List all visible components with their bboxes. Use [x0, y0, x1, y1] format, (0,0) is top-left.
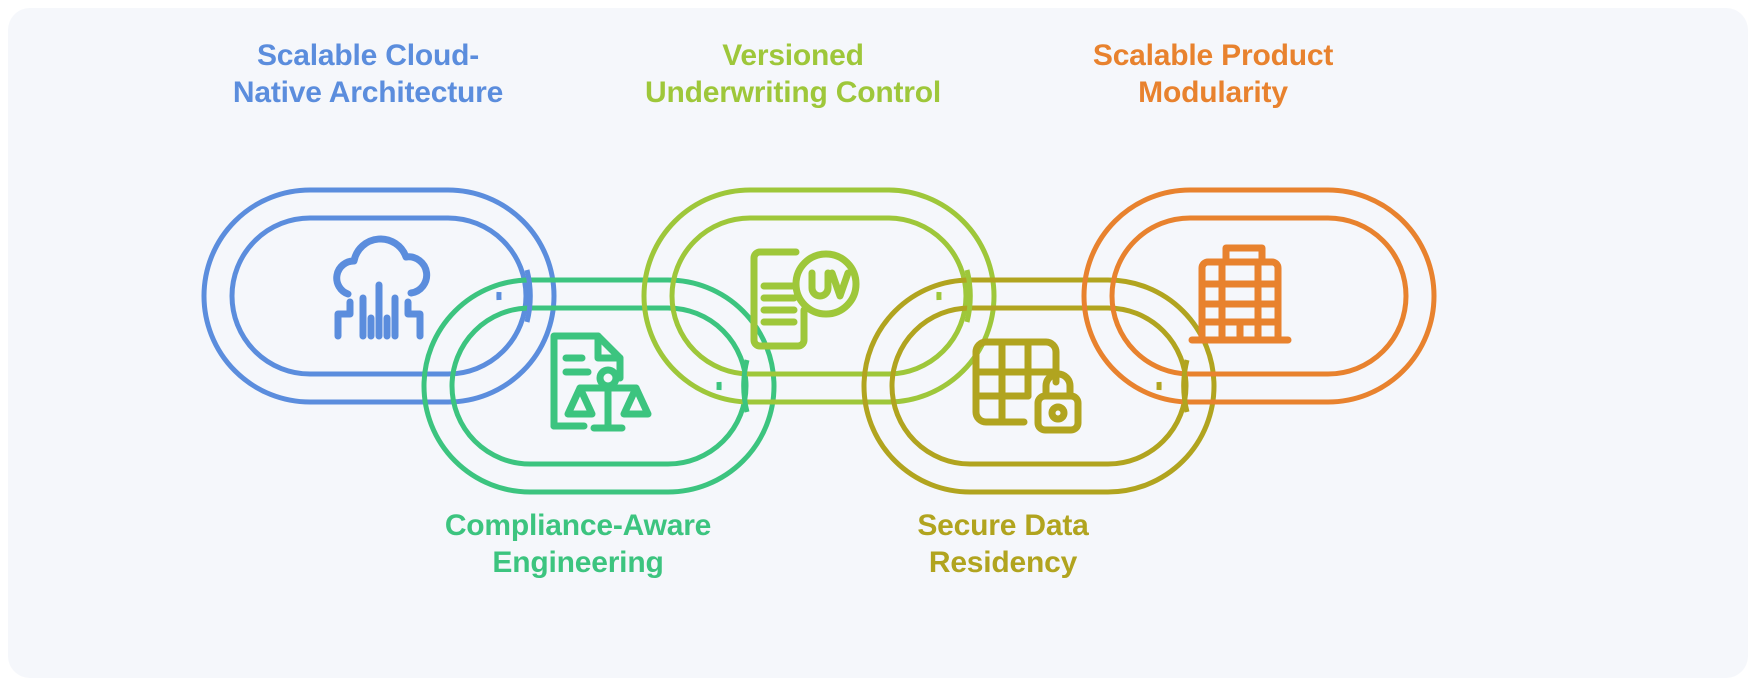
weave-green-over-yellowgreen — [716, 359, 750, 413]
chain-link-modularity — [1081, 187, 1437, 405]
icon-office-building-icon — [1192, 248, 1288, 340]
weave-blue-over-green — [496, 269, 533, 323]
diagram-canvas: Scalable Cloud- Native Architecture Comp… — [8, 8, 1748, 678]
icon-document-uv-badge-icon — [754, 252, 856, 346]
link-label-cloud: Scalable Cloud- Native Architecture — [232, 39, 504, 109]
chain-graphic — [8, 8, 1748, 678]
chain-link-cloud — [201, 187, 557, 405]
icon-data-grid-lock-icon — [976, 342, 1078, 430]
link-label-underwriting: Versioned Underwriting Control — [645, 39, 941, 109]
chain-link-underwriting — [641, 187, 997, 405]
link-label-modularity: Scalable Product Modularity — [1092, 39, 1334, 109]
link-label-compliance: Compliance-Aware Engineering — [444, 509, 712, 579]
weave-olive-over-orange — [1156, 359, 1190, 413]
weave-yellowgreen-over-olive — [936, 269, 973, 323]
chain-svg — [201, 187, 1437, 495]
icon-document-scales-icon — [554, 336, 648, 428]
link-label-residency: Secure Data Residency — [917, 509, 1089, 579]
icon-cloud-circuit-icon — [337, 239, 427, 336]
